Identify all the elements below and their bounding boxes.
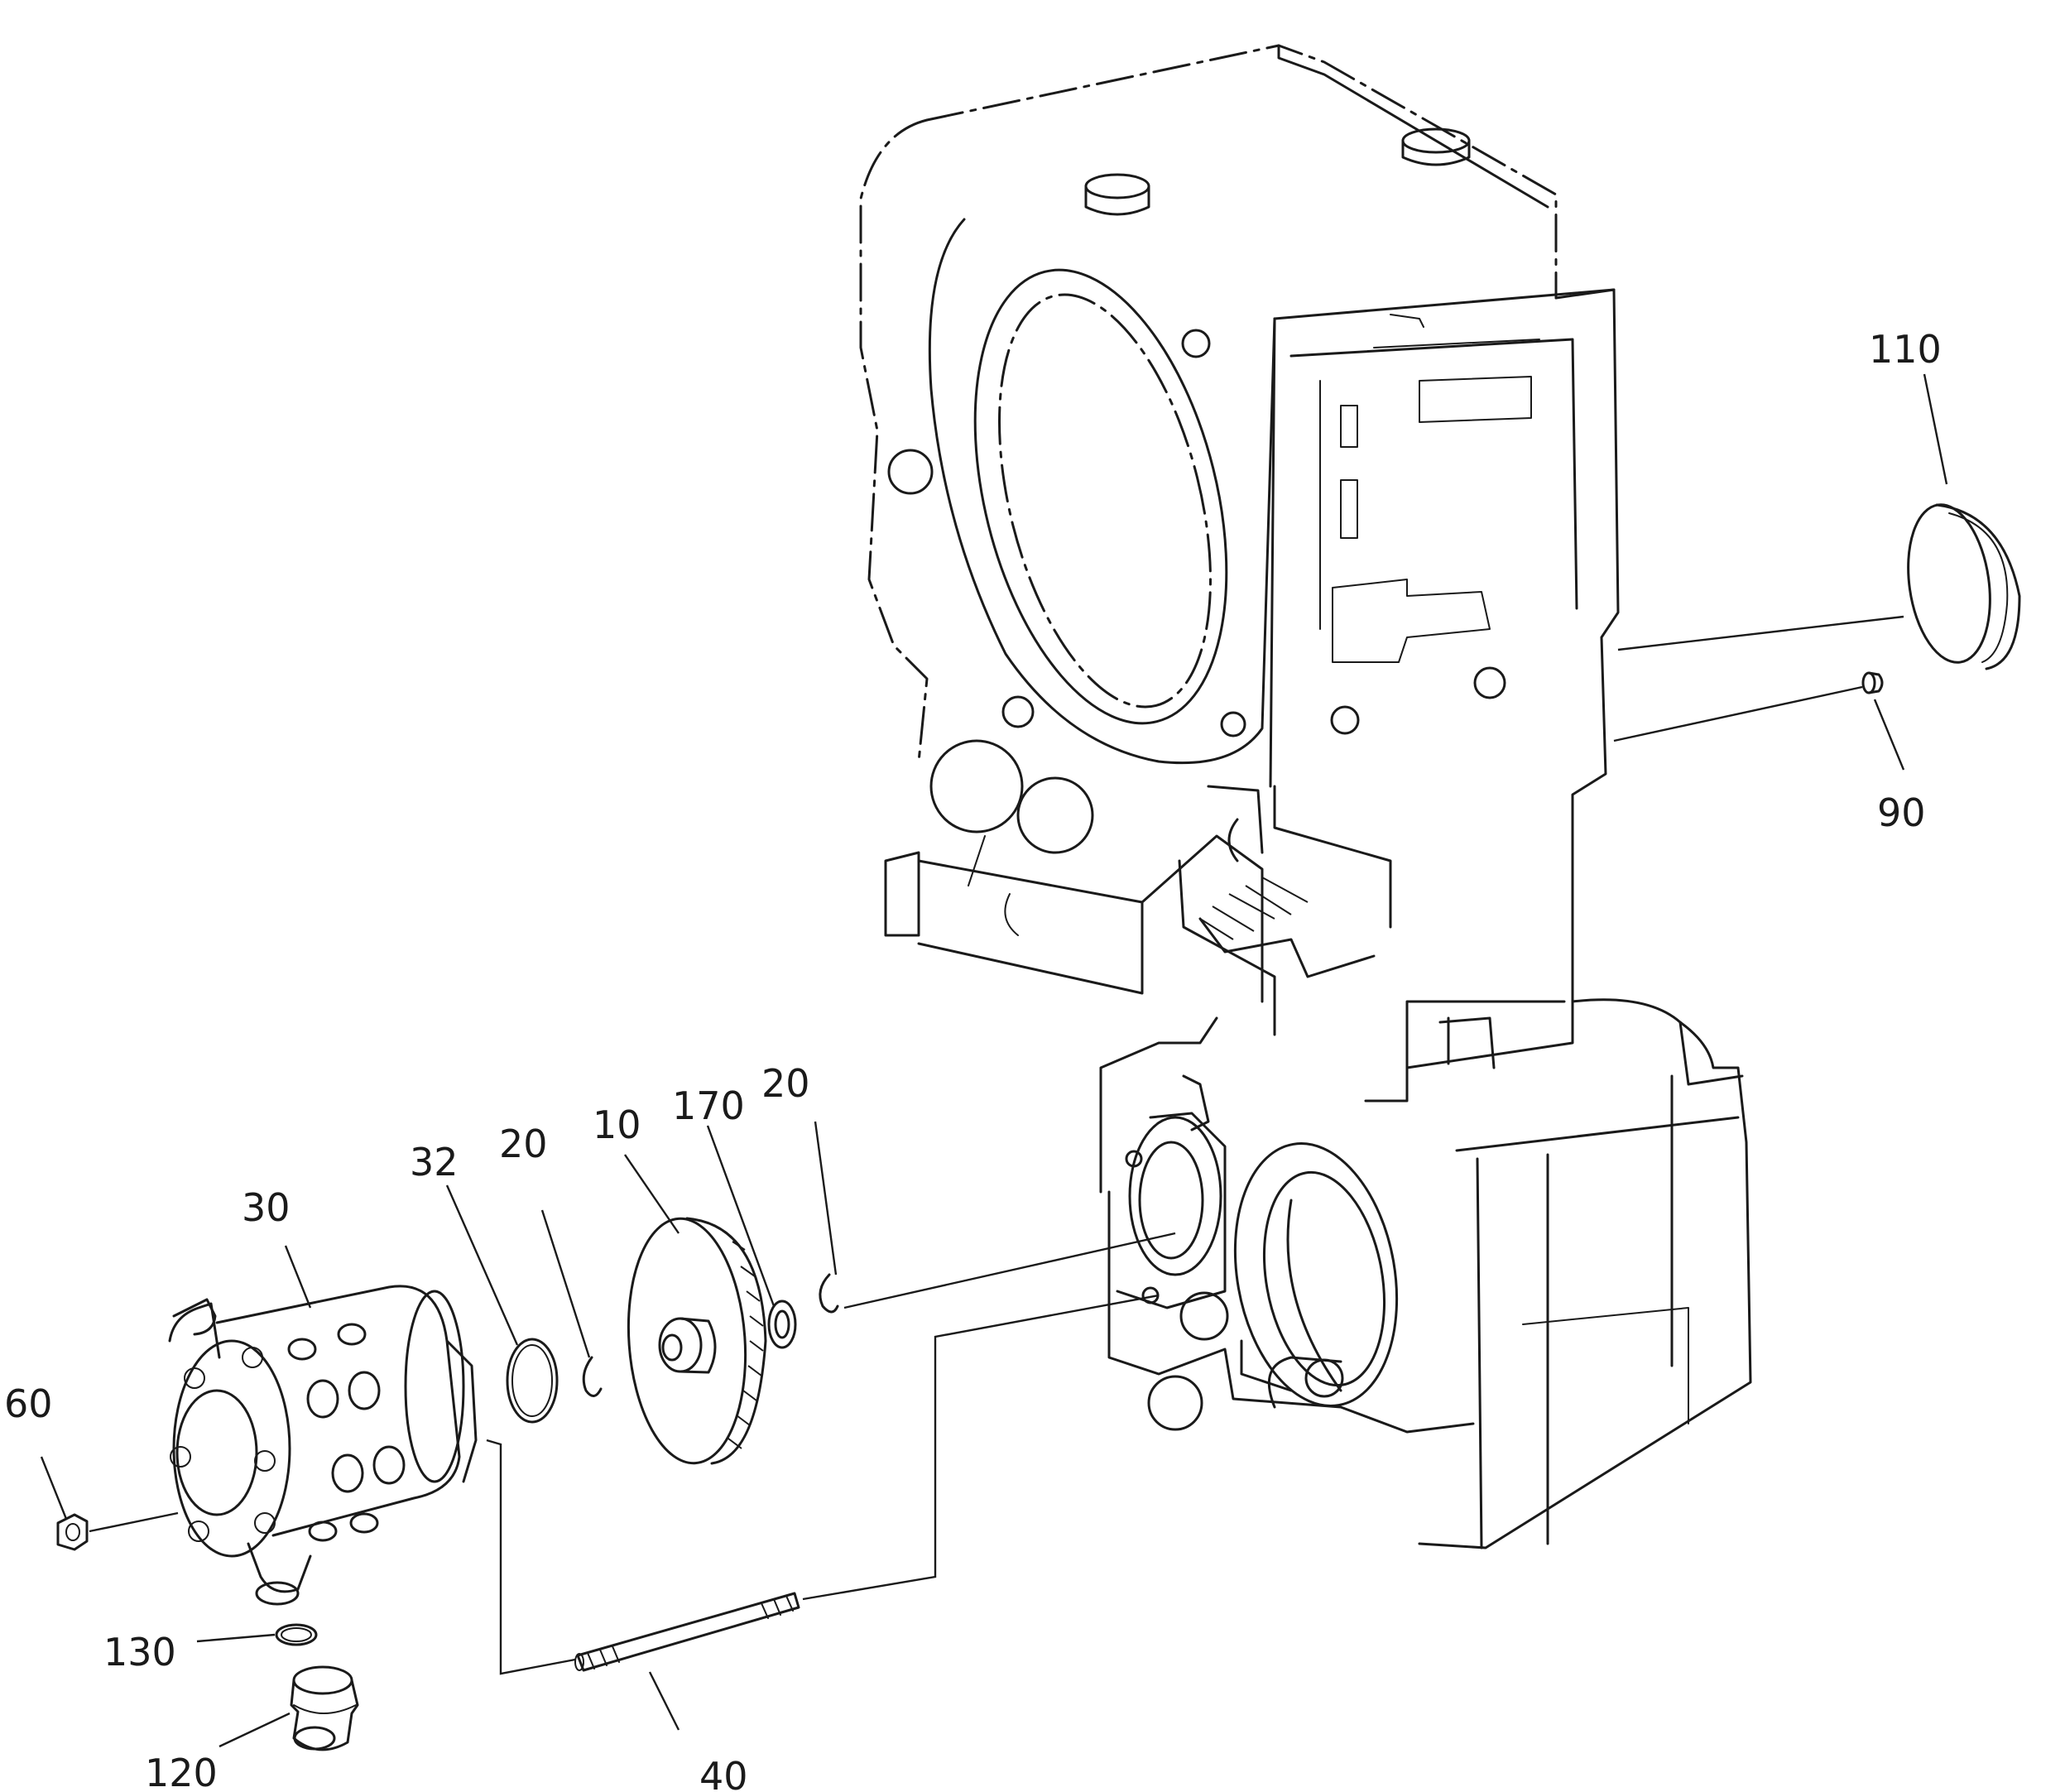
assembly-axis-lines — [89, 615, 1904, 1675]
callout-90: 90 — [1877, 790, 1926, 835]
dowel-pin-part — [1861, 671, 1884, 694]
hex-nut-part — [56, 1513, 89, 1551]
callout-30: 30 — [242, 1185, 291, 1230]
callout-130: 130 — [103, 1630, 176, 1674]
callout-32: 32 — [410, 1140, 459, 1184]
callout-leaders — [40, 373, 1948, 1748]
stud-bolt-part — [574, 1592, 800, 1672]
callout-20-right: 20 — [761, 1061, 810, 1106]
callout-110: 110 — [1869, 327, 1942, 372]
callout-120: 120 — [145, 1751, 218, 1792]
pump-body-part — [168, 1285, 478, 1606]
gear-part — [627, 1217, 767, 1465]
transmission-housing — [859, 44, 1752, 1549]
o-ring-large-part — [506, 1338, 559, 1424]
snap-ring-right — [819, 1273, 839, 1314]
callout-60: 60 — [4, 1381, 53, 1426]
callout-10: 10 — [593, 1103, 641, 1147]
o-ring-small-part — [275, 1623, 318, 1646]
hydraulic-fitting-part — [290, 1665, 359, 1751]
thrust-washer-part — [767, 1300, 797, 1349]
callout-170: 170 — [672, 1083, 745, 1128]
snap-ring-left — [582, 1356, 603, 1397]
callout-40: 40 — [699, 1754, 748, 1792]
callout-20-left: 20 — [499, 1122, 548, 1166]
callout-labels: 110 90 170 20 10 20 32 30 60 130 120 40 — [4, 327, 1942, 1792]
cover-plug-part — [1907, 503, 2021, 670]
